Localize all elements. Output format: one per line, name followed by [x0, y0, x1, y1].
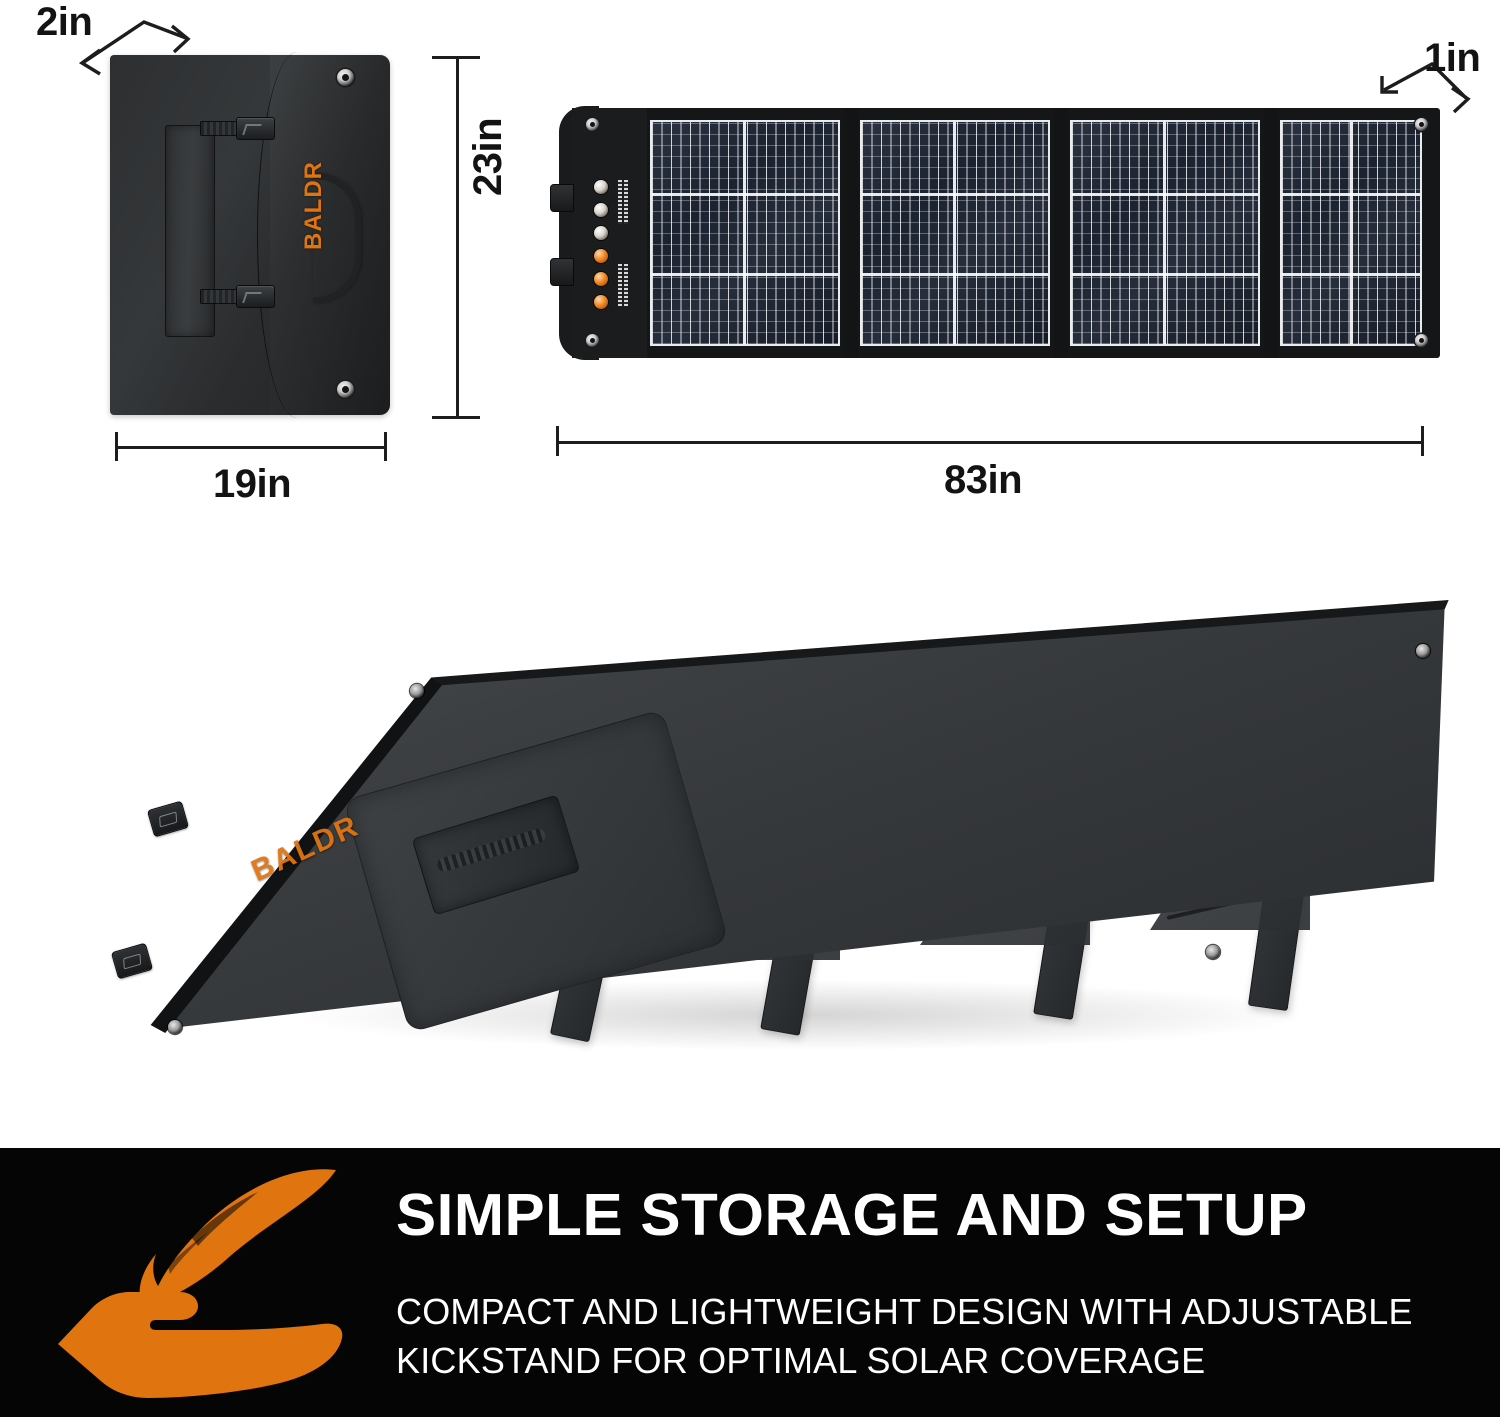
grommet-panel-top [586, 118, 599, 131]
side-tab-lower [110, 942, 154, 980]
dimension-diagram: BALDR 2in 23in 19in [0, 0, 1500, 1140]
grommet-panel-bottom [586, 334, 599, 347]
port-slot-lower [618, 264, 622, 306]
port-indicator-6 [594, 295, 608, 309]
solar-cell-section-1 [650, 120, 840, 346]
dimension-label-length: 83in [944, 458, 1023, 502]
panel-fold-1 [844, 108, 858, 358]
dimline-length [556, 441, 1424, 444]
dimtick-length-left [556, 426, 559, 456]
dimline-height [456, 56, 459, 419]
thickness-leader-1in [1380, 61, 1471, 114]
panel-fold-3 [1264, 108, 1278, 358]
dimtick-height-top [432, 56, 480, 59]
grommet-bottom [337, 381, 354, 398]
dimension-label-height: 23in [466, 117, 510, 196]
panel-backside: BALDR [110, 600, 1450, 1040]
brand-logo-folded: BALDR [300, 161, 327, 250]
dimension-label-width: 19in [213, 462, 292, 506]
port-indicator-5 [594, 272, 608, 286]
buckle-bottom [200, 285, 275, 308]
case-body [110, 55, 390, 415]
dimtick-length-right [1421, 426, 1424, 456]
side-tab-upper [146, 800, 190, 838]
grommet-hero-top-left [410, 684, 424, 698]
banner-subtext: COMPACT AND LIGHTWEIGHT DESIGN WITH ADJU… [396, 1291, 1413, 1381]
dimtick-height-bottom [432, 416, 480, 419]
port-slot-upper-2 [624, 180, 628, 224]
unfolded-panel-illustration [550, 106, 1440, 360]
junction-box [550, 108, 647, 358]
buckle-top [200, 117, 275, 140]
dimline-width [115, 446, 387, 449]
solar-cell-section-4 [1280, 120, 1422, 346]
side-buckle-tab-top [550, 184, 574, 212]
grommet-hero-bottom-left [168, 1020, 182, 1034]
dimension-label-thickness-folded: 2in [36, 0, 93, 44]
dimension-label-thickness-unfolded: 1in [1424, 36, 1481, 80]
grommet-top [337, 69, 354, 86]
dimtick-width-right [384, 432, 387, 461]
grommet-hero-top-right [1416, 644, 1430, 658]
panel-fold-2 [1054, 108, 1068, 358]
port-slot-lower-2 [624, 264, 628, 306]
side-buckle-tab-bottom [550, 258, 574, 286]
port-indicator-4 [594, 249, 608, 263]
thickness-leader-2in [78, 20, 191, 76]
solar-cell-section-3 [1070, 120, 1260, 346]
grommet-hero-bottom-right [1206, 945, 1220, 959]
feather-on-hand-icon [58, 1169, 343, 1398]
grommet-panel-right-bottom [1415, 334, 1428, 347]
folded-carry-case-illustration: BALDR [110, 52, 390, 418]
hero-product-photo: BALDR [0, 560, 1500, 1140]
port-indicator-2 [594, 203, 608, 217]
port-slot-upper [618, 180, 622, 224]
dimtick-width-left [115, 432, 118, 461]
feature-banner: SIMPLE STORAGE AND SETUP COMPACT AND LIG… [0, 1148, 1500, 1417]
port-indicator-3 [594, 226, 608, 240]
port-indicator-1 [594, 180, 608, 194]
grommet-panel-right-top [1415, 118, 1428, 131]
case-flap-edge [257, 52, 324, 418]
solar-cell-section-2 [860, 120, 1050, 346]
banner-headline: SIMPLE STORAGE AND SETUP [396, 1182, 1308, 1248]
